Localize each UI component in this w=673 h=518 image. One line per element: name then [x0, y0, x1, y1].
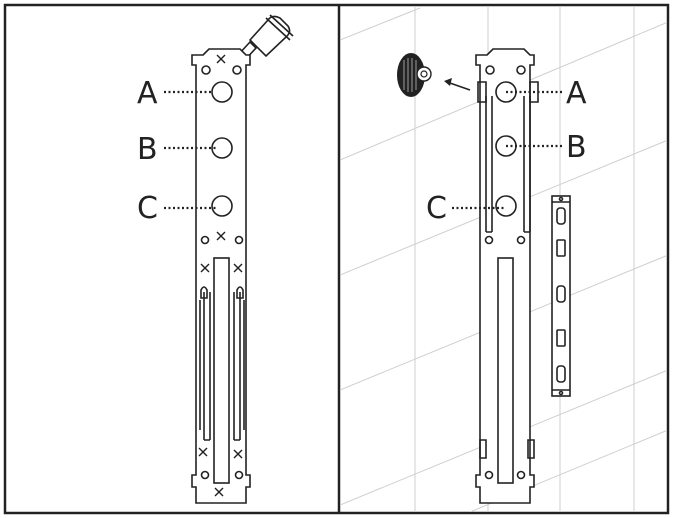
spare-rail-strip — [551, 195, 571, 397]
left-panel: A B C — [137, 14, 294, 504]
hole-a — [211, 81, 233, 103]
label-c-right: C — [426, 191, 447, 226]
label-b-right: B — [566, 130, 587, 165]
mounting-plate-installed — [475, 48, 539, 504]
right-panel: A B C — [340, 6, 667, 512]
arrow-icon — [444, 78, 471, 91]
hole-c-installed — [495, 195, 517, 217]
outer-frame — [3, 3, 670, 515]
mounting-plate — [191, 48, 251, 504]
hole-c — [211, 195, 233, 217]
label-a-right: A — [566, 76, 587, 111]
wall-anchor-icon — [397, 53, 432, 97]
label-b-left: B — [137, 132, 158, 167]
label-c-left: C — [137, 191, 158, 226]
hole-b — [211, 137, 233, 159]
label-a-left: A — [137, 76, 158, 111]
